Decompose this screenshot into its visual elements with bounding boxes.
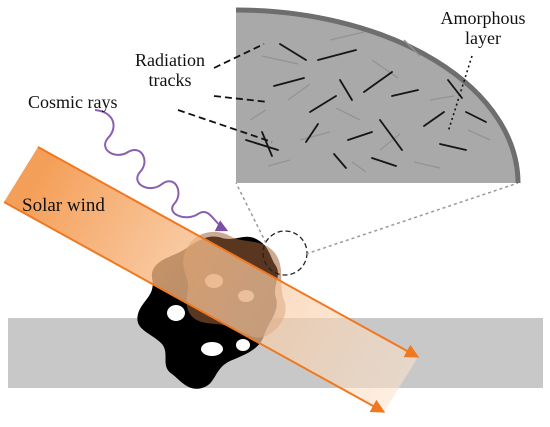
amorphous-label-leader [447,55,473,133]
amorphous-layer-label-line1: Amorphous [440,8,526,28]
cosmic-rays-label: Cosmic rays [28,92,118,112]
solar-wind-label: Solar wind [22,195,105,216]
vesicle [236,339,250,351]
vesicle [201,342,223,356]
zoomed-grain-section [235,7,521,184]
radiation-label-leaders [177,43,273,143]
zoom-connector-right [305,182,519,255]
amorphous-rim [235,7,521,184]
solar-wind-beam [4,147,418,412]
cosmic-ray-path [94,109,229,232]
zoom-connector-left [235,182,267,244]
solar-wind-edge-bottom [3,201,386,413]
radiation-tracks-label-line1: Radiation [135,50,205,70]
vesicle [167,305,185,321]
solar-wind-edge-top [37,146,420,358]
amorphous-layer-label: Amorphous layer [431,8,535,48]
amorphous-layer-label-line2: layer [465,28,501,48]
radiation-track-set [245,43,487,169]
radiation-tracks-label-line2: tracks [148,70,192,90]
background-streaks [249,31,491,173]
radiation-tracks-label: Radiation tracks [122,50,218,90]
